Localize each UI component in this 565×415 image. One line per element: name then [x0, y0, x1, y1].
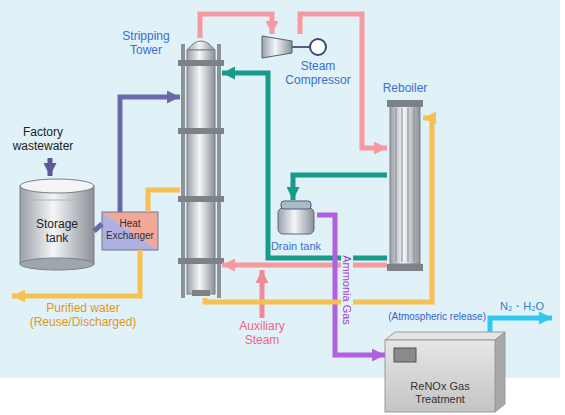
reboiler-tube: [408, 108, 409, 262]
heat-exchanger: Heat Exchanger: [102, 212, 158, 250]
inflow-arrow: [48, 158, 53, 176]
exhaust-arrow: [490, 318, 552, 332]
tower-flange: [178, 128, 224, 134]
tower-dome: [187, 41, 215, 50]
tower-flange: [178, 60, 224, 66]
drain-tank: Drain tank: [275, 200, 317, 236]
stripping-tower: Stripping Tower: [180, 38, 222, 298]
outflow-label: Purified water (Reuse/Discharged): [26, 302, 140, 330]
reboiler-tube: [414, 108, 415, 262]
flow-line: [222, 263, 387, 268]
inflow-label: Factory wastewater: [6, 126, 80, 154]
tower-body: [187, 50, 215, 294]
reboiler-cap: [387, 264, 423, 271]
gas-treatment-unit: ReNOx Gas Treatment: [385, 332, 505, 412]
node-label: Reboiler: [379, 82, 431, 96]
background-panel: [0, 0, 560, 378]
drain-tank-body: [278, 208, 314, 234]
node-label: Steam Compressor: [282, 60, 354, 88]
storage-tank-top: [20, 179, 94, 193]
node-label: Stripping Tower: [116, 30, 176, 58]
node-label: ReNOx Gas Treatment: [390, 380, 490, 405]
reboiler-tube: [402, 108, 403, 262]
flow-line: [205, 118, 432, 302]
storage-tank: Storage tank: [20, 178, 94, 270]
compressor-shaft: [292, 46, 310, 48]
heat-exchanger-border: [102, 212, 158, 250]
reboiler-tube: [396, 108, 397, 262]
flow-line: [94, 224, 102, 231]
compressor-body: [262, 36, 292, 58]
node-label: Drain tank: [267, 240, 325, 253]
steam-label: Auxiliary Steam: [232, 320, 292, 348]
steam-compressor: Steam Compressor: [258, 34, 330, 58]
node-label: Storage tank: [29, 218, 85, 246]
reboiler: Reboiler: [387, 100, 423, 272]
flow-line: [200, 14, 272, 38]
storage-tank-bottom: [20, 258, 94, 270]
renox-side-face: [495, 332, 505, 412]
flow-label: Ammonia Gas: [341, 253, 353, 327]
heat-exchanger-hot-side: [102, 212, 158, 250]
storage-tank-body: [20, 186, 94, 264]
compressor-motor: [310, 39, 326, 55]
node-label: Heat Exchanger: [105, 218, 155, 241]
exhaust-label: N₂・H₂O: [500, 300, 560, 313]
flow-line: [317, 215, 385, 355]
tower-flange: [178, 196, 224, 202]
renox-front: [385, 340, 495, 412]
drain-tank-lid: [281, 201, 311, 209]
flow-line: [120, 97, 180, 212]
flow-line: [148, 190, 180, 212]
tower-flange: [178, 258, 224, 264]
heat-exchanger-cold-side: [102, 212, 158, 250]
renox-panel: [394, 348, 416, 362]
outflow-arrow: [12, 250, 140, 296]
flow-line: [222, 73, 387, 258]
flow-line: [293, 175, 387, 200]
renox-top-face: [385, 332, 505, 340]
tower-bottom: [192, 290, 210, 296]
exhaust-note: (Atmospheric release): [374, 311, 486, 323]
storage-tank-level: [30, 200, 84, 201]
steam-inlet-arrow: [260, 270, 265, 318]
reboiler-shell: [390, 106, 420, 264]
reboiler-cap: [387, 100, 423, 107]
